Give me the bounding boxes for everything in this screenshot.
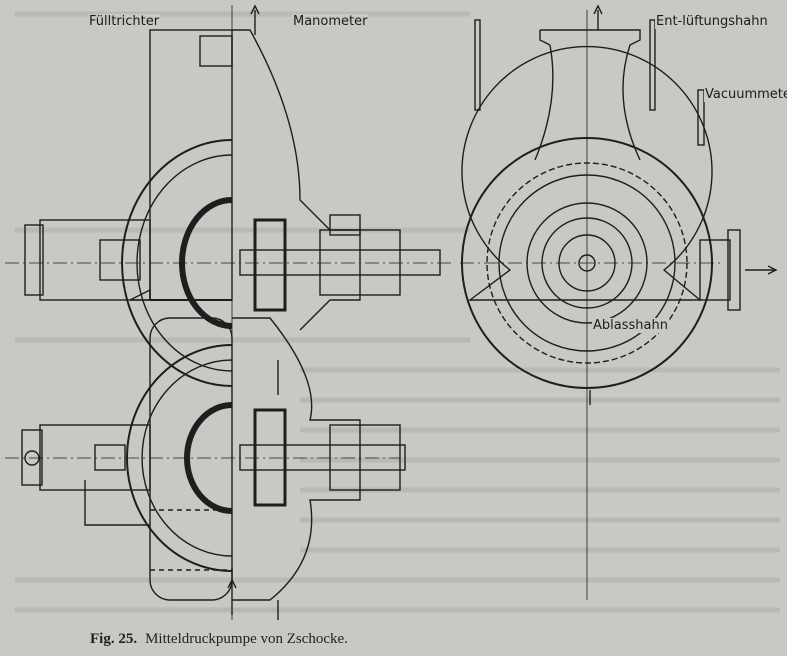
label-manometer: Manometer [292,14,369,29]
section-view-top [5,4,455,395]
label-fill-funnel: Fülltrichter [88,14,161,29]
figure-title: Mitteldruckpumpe von Zschocke. [145,631,348,647]
label-vacuum-meter: Vacuummeter [704,87,787,102]
background-text [15,11,780,613]
label-drain-cock: Ablasshahn [592,318,669,333]
label-vent-cock: Ent-lüftungshahn [655,14,769,29]
figure-caption: Fig. 25. Mitteldruckpumpe von Zschocke. [90,631,348,648]
figure-number: Fig. 25. [90,631,138,647]
section-view-bottom [5,300,406,620]
end-view [460,4,778,600]
